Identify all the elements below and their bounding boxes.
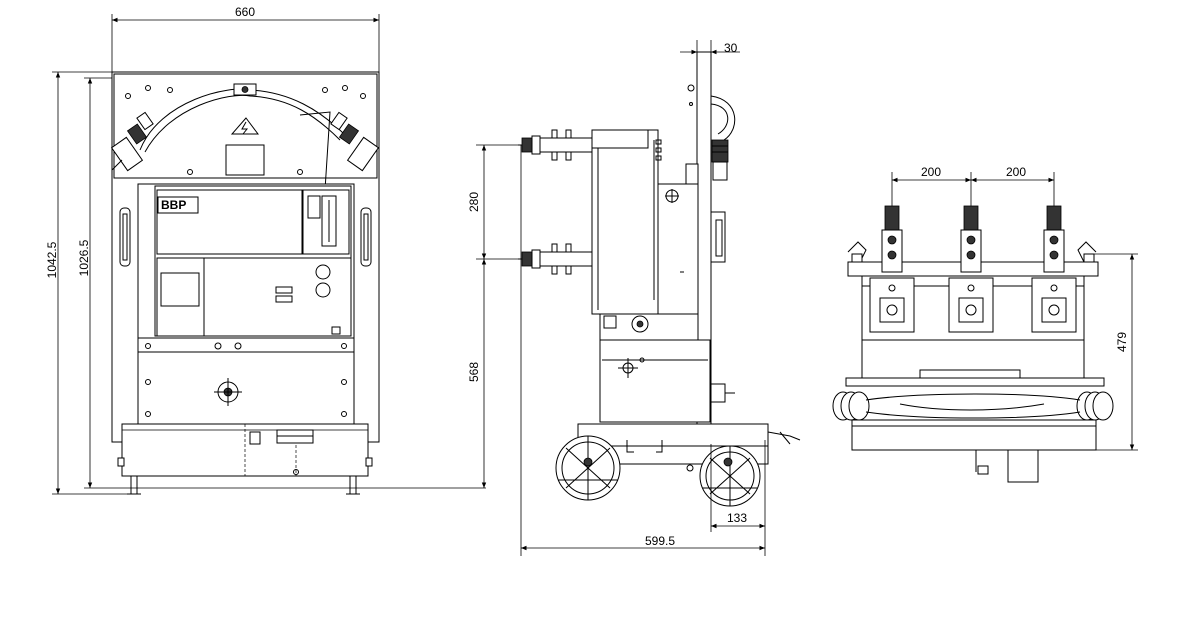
side-view [518, 51, 801, 507]
side-connector-icon [711, 139, 729, 181]
dim-side-depth: 599.5 [645, 534, 675, 548]
gauge-lower-icon [315, 282, 331, 298]
dim-front-width: 660 [235, 5, 255, 19]
pole-1-icon [869, 205, 915, 333]
front-window [225, 144, 265, 176]
logo: BBP [157, 196, 199, 214]
front-view: BBP [110, 71, 380, 495]
gauge-upper-icon [315, 264, 331, 280]
dim-side-wheel-offset: 133 [727, 511, 747, 525]
warning-icon [230, 117, 259, 135]
pole-2-icon [948, 205, 994, 333]
dim-pole-spacing-left: 200 [921, 165, 941, 179]
dim-front-height-outer: 1042.5 [45, 241, 59, 278]
pole-dimensions: 200 200 479 [891, 165, 1138, 451]
lower-terminal-icon [518, 243, 593, 275]
side-dimensions: 30 280 568 599.5 133 [467, 40, 766, 556]
upper-terminal-icon [518, 129, 593, 161]
dim-side-terminal-spacing: 280 [467, 192, 481, 212]
logo-text: BBP [161, 198, 186, 212]
dim-pole-spacing-right: 200 [1006, 165, 1026, 179]
crank-icon [214, 378, 242, 406]
front-dimensions: 660 1042.5 1026.5 [45, 5, 486, 495]
right-connector-icon [330, 111, 380, 172]
front-wheel-icon [555, 435, 621, 501]
dim-side-offset-top: 30 [724, 41, 738, 55]
rear-wheel-icon [699, 445, 761, 507]
dim-front-height-inner: 1026.5 [77, 239, 91, 276]
spring-icon [832, 391, 1114, 421]
pole-view [832, 205, 1114, 483]
pole-3-icon [1031, 205, 1077, 333]
dim-side-lower-height: 568 [467, 362, 481, 382]
dim-pole-height: 479 [1115, 332, 1129, 352]
left-connector-icon [110, 111, 154, 172]
